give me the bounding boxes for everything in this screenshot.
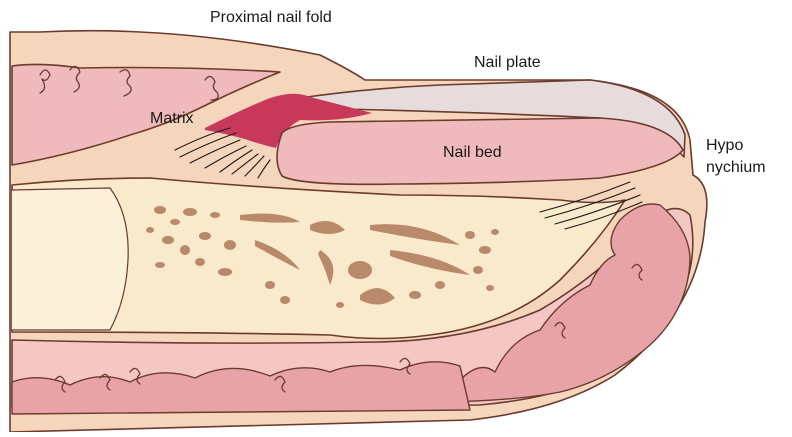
bone-base-segment bbox=[12, 188, 128, 330]
label-matrix: Matrix bbox=[150, 109, 194, 128]
label-nail-bed: Nail bed bbox=[443, 143, 502, 162]
label-proximal-nail-fold: Proximal nail fold bbox=[210, 8, 332, 27]
label-nail-plate: Nail plate bbox=[474, 53, 541, 72]
label-hyponychium-line1: Hypo bbox=[706, 135, 766, 157]
label-hyponychium: Hypo nychium bbox=[706, 135, 766, 179]
label-hyponychium-line2: nychium bbox=[706, 157, 766, 179]
